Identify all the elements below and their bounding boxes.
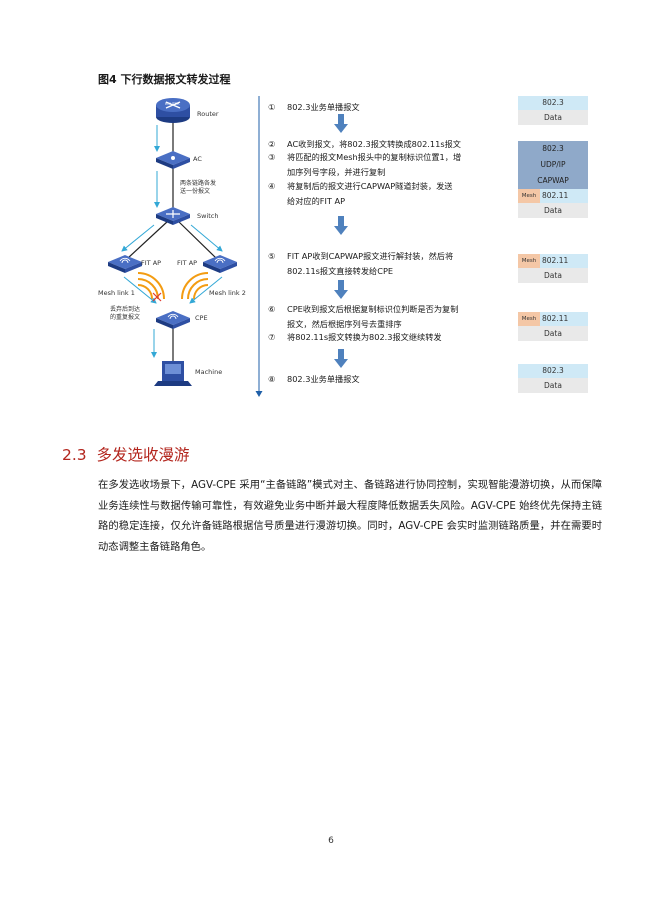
link-switch-ap1 [127,220,169,259]
packet-data: Data [518,110,588,125]
switch-label: Switch [197,212,219,220]
drop-cross-icon [152,292,162,302]
fit-ap-right-label: FIT AP [177,259,198,267]
down-arrow-icon [334,280,348,299]
step-4: ④ 将复制后的报文进行CAPWAP隧道封装，发送给对应的FIT AP [268,181,453,206]
mesh-link-2-label: Mesh link 2 [209,289,246,297]
step-3: ③ 将匹配的报文Mesh报头中的复制标识位置1，增加序列号字段，并进行复制 [268,152,462,177]
cpe-label: CPE [195,314,208,322]
flow-arrow [189,276,223,304]
ac-icon [156,151,190,169]
cpe-icon [156,311,190,329]
mesh-tag: Mesh [518,189,540,203]
mesh-link-1-label: Mesh link 1 [98,289,135,297]
packet-1: 802.3 Data [518,96,588,125]
figure-title: 图4 下行数据报文转发过程 [98,73,231,86]
switch-icon [156,207,190,225]
timeline [255,96,263,397]
section-number: 2.3 [62,446,87,464]
packet-mesh-row: Mesh 802.11 [518,189,588,203]
packet-4: Mesh 802.11 Data [518,312,588,341]
fit-ap-left-label: FIT AP [141,259,162,267]
section-title: 多发选收漫游 [96,446,190,464]
down-arrow-icon [334,349,348,368]
machine-label: Machine [195,368,223,376]
packet-5: 802.3 Data [518,364,588,393]
machine-icon [154,361,192,386]
fit-ap-left-icon [108,255,142,273]
flow-arrow [121,224,155,252]
link-switch-ap2 [177,220,217,259]
section-heading: 2.3 多发选收漫游 [62,443,190,465]
page-number: 6 [328,836,334,846]
dual-send-note: 两条链路各发 送一份报文 [180,180,217,195]
router-badge: ROUTER [165,102,180,106]
mesh-tag: Mesh [518,312,540,326]
flow-arrow [123,276,157,304]
topology-diagram [108,98,237,386]
packet-3: Mesh 802.11 Data [518,254,588,283]
step-6: ⑥ CPE收到报文后根据复制标识位判断是否为复制报文，然后根据序列号去重排序 [268,304,459,329]
drop-duplicate-note: 丢弃后到达 的重复报文 [110,306,141,321]
packet-header: 802.3 [518,96,588,110]
mesh-tag: Mesh [518,254,540,268]
wifi-signal-left [137,272,165,300]
ac-label: AC [193,155,202,163]
packet-2: 802.3 UDP/IP CAPWAP Mesh 802.11 Data [518,141,588,218]
flow-arrow [190,224,223,252]
fit-ap-right-icon [203,255,237,273]
router-label: Router [197,110,219,118]
down-arrow-icon [334,216,348,235]
section-paragraph: 在多发选收场景下，AGV-CPE 采用“主备链路”模式对主、备链路进行协同控制，… [98,479,602,553]
router-icon [156,98,190,123]
down-arrow-icon [334,114,348,133]
wifi-signal-right [181,272,209,300]
